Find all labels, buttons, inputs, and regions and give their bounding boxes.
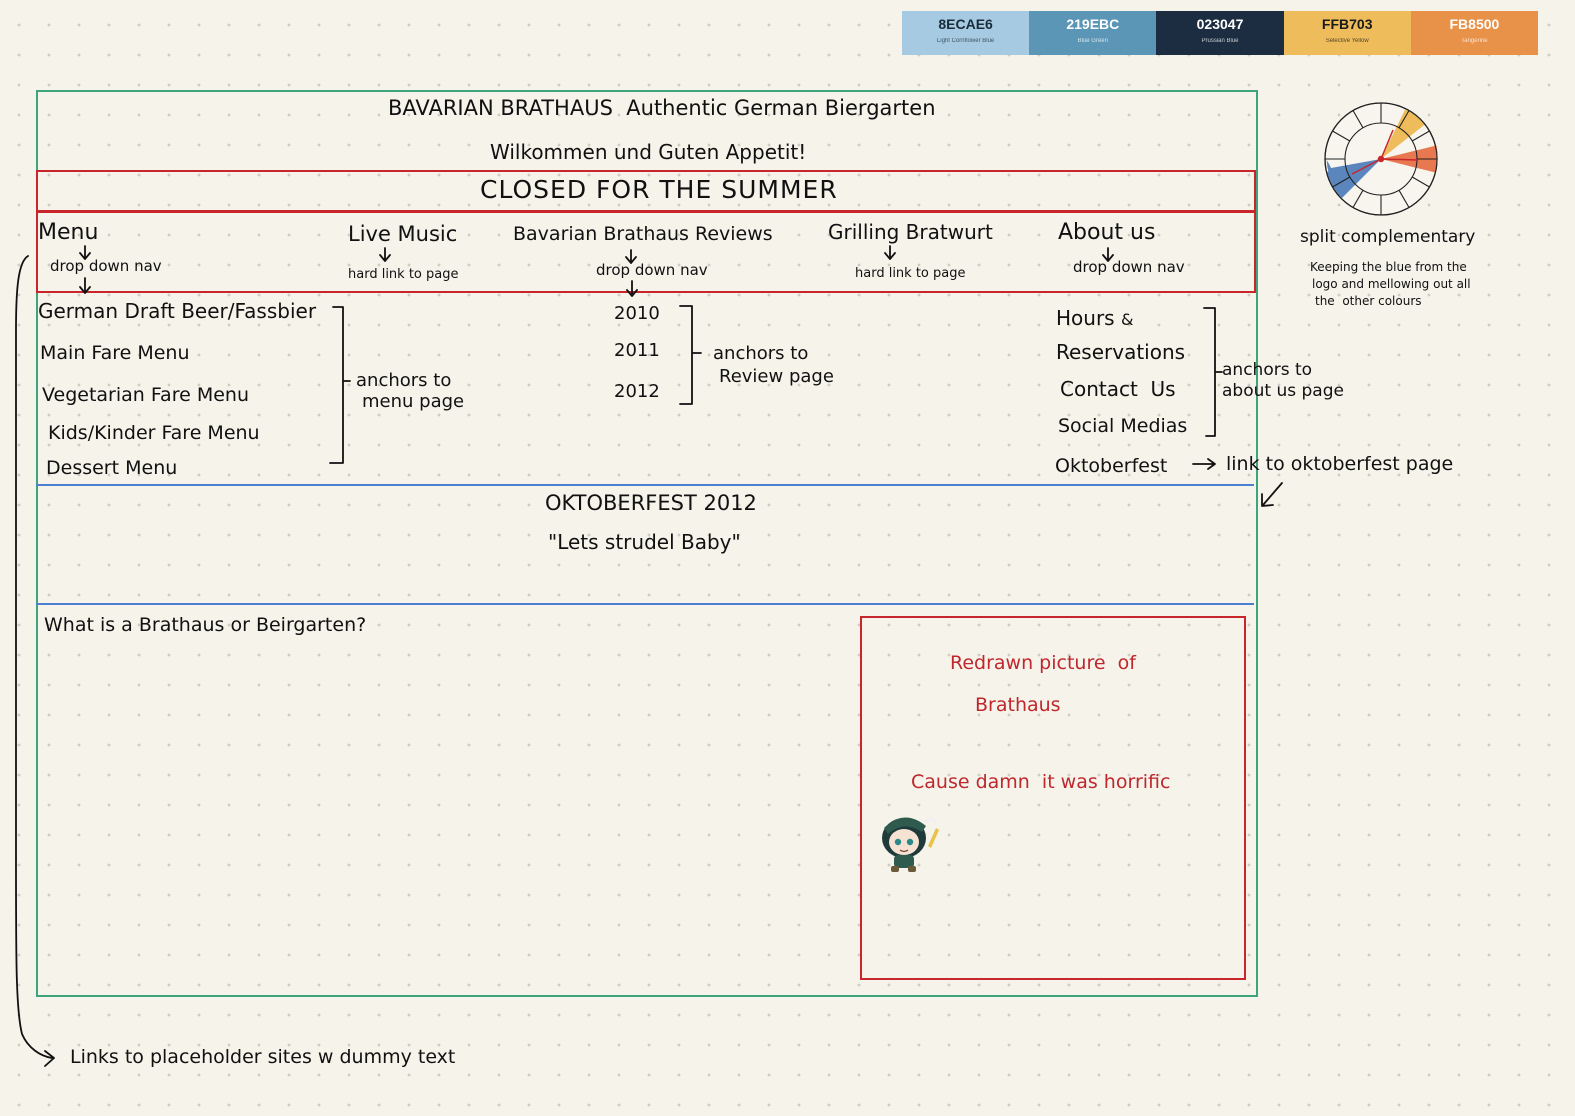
- nav-grilling[interactable]: Grilling Bratwurt: [828, 220, 993, 244]
- oktoberfest-link-note: link to oktoberfest page: [1226, 453, 1454, 475]
- oktoberfest-title: OKTOBERFEST 2012: [545, 491, 757, 515]
- nav-about-note: drop down nav: [1073, 258, 1185, 276]
- oktoberfest-banner-frame: [36, 484, 1254, 605]
- nav-reviews-note: drop down nav: [596, 261, 708, 279]
- menu-item-kids[interactable]: Kids/Kinder Fare Menu: [48, 422, 260, 444]
- swatch-name: Prussian Blue: [1201, 38, 1239, 44]
- review-year-2010[interactable]: 2010: [614, 303, 660, 324]
- nav-bar-frame: [36, 210, 1256, 293]
- swatch-name: Selective Yellow: [1325, 38, 1369, 44]
- color-scheme-note-line2: logo and mellowing out all: [1312, 277, 1471, 291]
- swatch-hex: 023047: [1196, 16, 1244, 32]
- swatch-name: Tangerine: [1461, 38, 1488, 44]
- welcome-text: Wilkommen und Guten Appetit!: [490, 140, 807, 164]
- swatch-hex: 8ECAE6: [938, 16, 993, 32]
- menu-item-main[interactable]: Main Fare Menu: [40, 342, 190, 364]
- review-anchor-note-line2: Review page: [719, 366, 834, 387]
- nav-grilling-note: hard link to page: [855, 266, 966, 281]
- color-scheme-note-line3: the other colours: [1315, 294, 1422, 308]
- menu-item-vegetarian[interactable]: Vegetarian Fare Menu: [42, 384, 249, 406]
- swatch-hex: 219EBC: [1066, 16, 1120, 32]
- menu-item-beer[interactable]: German Draft Beer/Fassbier: [38, 299, 317, 323]
- oktoberfest-slogan: "Lets strudel Baby": [548, 530, 741, 554]
- color-scheme-note-line1: Keeping the blue from the: [1310, 260, 1467, 274]
- about-anchor-note-line2: about us page: [1222, 381, 1344, 401]
- ampersand-mark: &: [1120, 310, 1134, 329]
- about-item-social[interactable]: Social Medias: [1058, 415, 1188, 437]
- swatch-name: Blue Green: [1077, 38, 1108, 44]
- review-year-2011[interactable]: 2011: [614, 340, 660, 361]
- nav-menu[interactable]: Menu: [38, 220, 99, 245]
- nav-live-music-note: hard link to page: [348, 267, 459, 282]
- palette-swatch-5: FB8500 Tangerine: [1410, 11, 1539, 55]
- about-item-contact[interactable]: Contact Us: [1060, 377, 1176, 401]
- palette-swatch-2: 219EBC Blue Green: [1029, 11, 1157, 55]
- about-item-hours-label: Hours: [1056, 306, 1115, 330]
- picture-note-line2: Brathaus: [975, 694, 1061, 716]
- review-anchor-note-line1: anchors to: [713, 343, 809, 364]
- footer-note: Links to placeholder sites w dummy text: [70, 1046, 456, 1068]
- swatch-hex: FFB703: [1321, 16, 1373, 32]
- about-item-hours[interactable]: Hours &: [1056, 306, 1133, 330]
- color-wheel-icon: [1324, 102, 1438, 216]
- nav-about[interactable]: About us: [1058, 220, 1156, 245]
- color-scheme-title: split complementary: [1300, 227, 1476, 247]
- about-item-oktoberfest[interactable]: Oktoberfest: [1055, 455, 1168, 477]
- question-heading: What is a Brathaus or Beirgarten?: [44, 614, 367, 636]
- about-item-reservations[interactable]: Reservations: [1056, 340, 1186, 364]
- menu-anchor-note-line1: anchors to: [356, 370, 452, 391]
- nav-reviews[interactable]: Bavarian Brathaus Reviews: [513, 223, 773, 245]
- palette-swatch-4: FFB703 Selective Yellow: [1283, 11, 1411, 55]
- swatch-hex: FB8500: [1449, 16, 1500, 32]
- menu-anchor-note-line2: menu page: [362, 391, 465, 412]
- swatch-name: Light Cornflower Blue: [936, 38, 995, 44]
- picture-placeholder-frame: [860, 616, 1246, 980]
- palette-swatch-1: 8ECAE6 Light Cornflower Blue: [902, 11, 1030, 55]
- mascot-sticker-icon: [882, 817, 939, 872]
- menu-item-dessert[interactable]: Dessert Menu: [46, 457, 178, 479]
- nav-menu-note: drop down nav: [50, 257, 162, 275]
- picture-note-line1: Redrawn picture of: [950, 652, 1136, 674]
- review-year-2012[interactable]: 2012: [614, 381, 660, 402]
- nav-live-music[interactable]: Live Music: [348, 222, 458, 246]
- site-title: BAVARIAN BRATHAUS Authentic German Bierg…: [388, 96, 936, 120]
- closed-banner: CLOSED FOR THE SUMMER: [480, 175, 838, 204]
- about-anchor-note-line1: anchors to: [1222, 360, 1313, 380]
- color-palette: 8ECAE6 Light Cornflower Blue 219EBC Blue…: [902, 11, 1539, 55]
- picture-note-line3: Cause damn it was horrific: [911, 771, 1171, 793]
- palette-swatch-3: 023047 Prussian Blue: [1156, 11, 1284, 55]
